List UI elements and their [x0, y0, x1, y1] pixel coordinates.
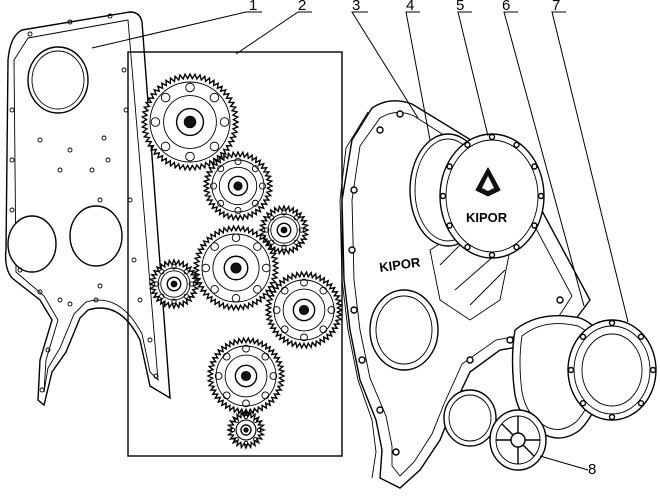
- gear-lower: [206, 336, 286, 416]
- callout-labels: 1 2 3 4 5 6 7 8: [249, 0, 596, 478]
- housing-bore: [369, 289, 439, 371]
- callout-7: 7: [552, 0, 560, 14]
- gear-small-right: [258, 204, 310, 256]
- gear-pump: [264, 270, 344, 350]
- gasket-left-hole: [7, 215, 57, 273]
- callout-6: 6: [502, 0, 510, 14]
- gasket-upper-hole: [27, 46, 89, 114]
- callout-5: 5: [456, 0, 464, 14]
- part-2-gear-train: [127, 51, 344, 457]
- part-8-seal-wheel: [443, 389, 547, 471]
- gear-small-left: [148, 258, 200, 310]
- leader-lines: [91, 11, 629, 471]
- cover-brand-text: KIPOR: [466, 210, 508, 225]
- gear-bottom-small: [226, 410, 266, 450]
- gear-crank-main: [192, 224, 280, 312]
- callout-1: 1: [249, 0, 257, 14]
- callout-3: 3: [352, 0, 360, 14]
- callout-8: 8: [588, 461, 596, 478]
- housing-brand-text: KIPOR: [378, 254, 421, 275]
- gear-train-frame: [127, 51, 343, 457]
- front-cover-plate: [439, 133, 545, 259]
- part-1-gasket-plate: [4, 11, 171, 407]
- part-5-front-cover: KIPOR: [439, 133, 545, 259]
- gasket-right-hole: [69, 205, 123, 267]
- callout-4: 4: [406, 0, 414, 14]
- callout-2: 2: [298, 0, 306, 14]
- part-7-oil-seal-housing: [567, 319, 657, 421]
- gear-idler-upper: [202, 150, 274, 222]
